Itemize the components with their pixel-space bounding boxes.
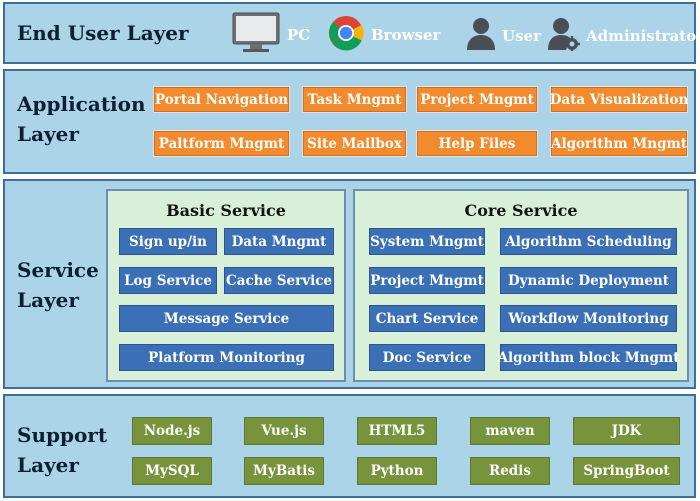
app-item-algorithm-mngmt: Algorithm Mngmt [550, 130, 688, 157]
service-dynamic-deployment: Dynamic Deployment [500, 267, 677, 294]
core-service-title: Core Service [464, 201, 578, 220]
support-layer: Support Layer Node.js Vue.js HTML5 maven… [3, 394, 696, 498]
service-platform-monitoring: Platform Monitoring [119, 344, 334, 371]
service-layer: Service Layer Basic Service Sign up/in D… [3, 179, 696, 389]
app-item-project-mngmt: Project Mngmt [416, 86, 538, 113]
support-layer-title: Support Layer [17, 420, 107, 480]
service-workflow-monitoring: Workflow Monitoring [500, 305, 677, 332]
service-title-line2: Layer [17, 288, 79, 312]
browser-label: Browser [371, 26, 441, 44]
support-html5: HTML5 [357, 417, 437, 445]
service-project-mngmt: Project Mngmt [369, 267, 485, 294]
support-nodejs: Node.js [132, 417, 212, 445]
browser-item: Browser [327, 14, 440, 56]
service-chart-service: Chart Service [369, 305, 485, 332]
service-message-service: Message Service [119, 305, 334, 332]
basic-service-panel: Basic Service Sign up/in Data Mngmt Log … [106, 189, 346, 382]
application-layer: Application Layer Portal Navigation Task… [3, 69, 696, 174]
service-doc-service: Doc Service [369, 344, 485, 371]
pc-label: PC [287, 26, 311, 44]
core-service-panel: Core Service System Mngmt Algorithm Sche… [353, 189, 689, 382]
app-item-portal-navigation: Portal Navigation [153, 86, 290, 113]
chrome-icon [327, 14, 365, 56]
pc-item: PC [231, 11, 310, 59]
support-jdk: JDK [573, 417, 680, 445]
admin-gear-icon [548, 17, 580, 55]
support-mysql: MySQL [132, 457, 212, 485]
user-item: User [466, 17, 541, 55]
service-algorithm-block-mngmt: Algorithm block Mngmt [498, 344, 679, 371]
app-item-data-visualization: Data Visualization [550, 86, 688, 113]
service-data-mngmt: Data Mngmt [224, 228, 334, 255]
support-mybatis: MyBatis [244, 457, 324, 485]
service-system-mngmt: System Mngmt [369, 228, 485, 255]
support-redis: Redis [470, 457, 550, 485]
end-user-layer-title: End User Layer [17, 21, 189, 45]
user-label: User [502, 27, 541, 45]
support-springboot: SpringBoot [573, 457, 680, 485]
support-vuejs: Vue.js [244, 417, 324, 445]
end-user-layer: End User Layer PC Browser [3, 2, 700, 64]
application-title-line2: Layer [17, 122, 79, 146]
app-item-help-files: Help Files [416, 130, 538, 157]
service-sign-up-in: Sign up/in [119, 228, 217, 255]
user-icon [466, 17, 496, 55]
application-layer-title: Application Layer [17, 89, 146, 149]
app-item-site-mailbox: Site Mailbox [302, 130, 407, 157]
support-title-line1: Support [17, 423, 108, 447]
administrator-item: Administrator [548, 17, 700, 55]
service-layer-title: Service Layer [17, 255, 99, 315]
support-python: Python [357, 457, 437, 485]
service-cache-service: Cache Service [224, 267, 334, 294]
monitor-icon [231, 11, 281, 59]
support-maven: maven [470, 417, 550, 445]
service-title-line1: Service [17, 258, 99, 282]
service-algorithm-scheduling: Algorithm Scheduling [500, 228, 677, 255]
support-title-line2: Layer [17, 453, 79, 477]
app-item-paltform-mngmt: Paltform Mngmt [153, 130, 290, 157]
administrator-label: Administrator [586, 27, 700, 45]
basic-service-title: Basic Service [166, 201, 286, 220]
service-log-service: Log Service [119, 267, 217, 294]
app-item-task-mngmt: Task Mngmt [302, 86, 407, 113]
application-title-line1: Application [17, 92, 146, 116]
